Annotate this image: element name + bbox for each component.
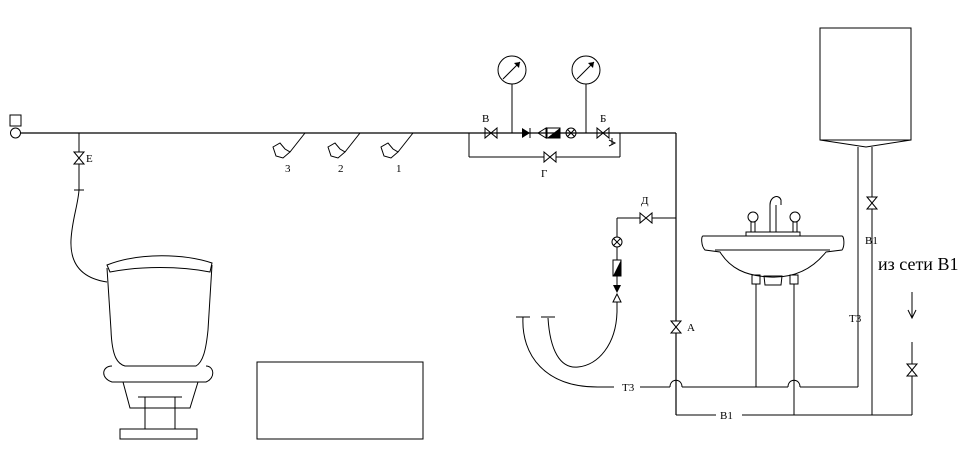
- heater-t3-label: Т3: [849, 313, 862, 325]
- faucet-1-label: 1: [396, 163, 402, 175]
- faucet-2: [327, 132, 361, 159]
- valve-g: [543, 150, 557, 164]
- valve-b-label: Б: [600, 113, 606, 125]
- valve-g-label: Г: [541, 168, 547, 180]
- filter-icon: [537, 127, 547, 139]
- t3-bottom-pipe: [600, 147, 859, 388]
- v1-bottom-pipe: [676, 342, 913, 416]
- faucet-2-label: 2: [338, 163, 344, 175]
- from-network-label: из сети В1: [878, 254, 958, 274]
- faucet-1: [380, 132, 414, 159]
- bathtub: [256, 361, 424, 440]
- water-heater: [819, 27, 912, 415]
- valve-v: [484, 126, 498, 140]
- faucet-3-label: 3: [285, 163, 291, 175]
- valve-e: [72, 133, 86, 191]
- valve-a-label: А: [687, 322, 695, 334]
- inlet-valve: [905, 363, 919, 377]
- heater-v1-label: В1: [865, 235, 878, 247]
- valve-b: [596, 126, 617, 147]
- shower-hose: [516, 311, 618, 388]
- t3-bottom-label: Т3: [622, 382, 635, 394]
- ball-valve-icon: [565, 127, 577, 139]
- valve-a: [669, 320, 683, 334]
- washbasin: [701, 196, 845, 415]
- valve-v-label: В: [482, 113, 489, 125]
- supply-endpoint: [9, 114, 28, 139]
- pressure-gauge-left: [497, 55, 527, 133]
- valve-d-label: Д: [641, 195, 649, 207]
- water-meter-icon: [546, 127, 561, 139]
- faucet-3: [272, 132, 306, 159]
- pressure-gauge-right: [571, 55, 601, 133]
- inflow-arrow-icon: [907, 292, 917, 320]
- v1-bottom-label: В1: [720, 410, 733, 422]
- valve-d-branch: [611, 211, 676, 312]
- valve-e-label: Е: [86, 153, 93, 165]
- check-valve-icon: [522, 128, 531, 138]
- toilet: [103, 255, 214, 440]
- toilet-flex-hose: [70, 189, 108, 283]
